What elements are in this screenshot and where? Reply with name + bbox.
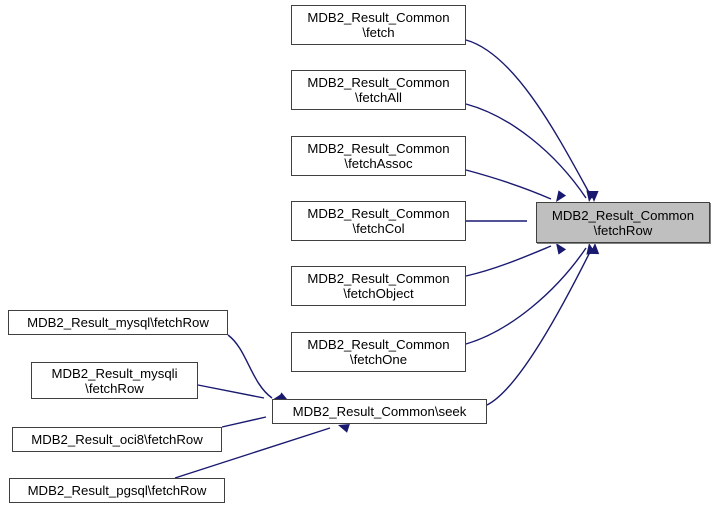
graph-node-pgsqlFetchRow[interactable]: MDB2_Result_pgsql\fetchRow xyxy=(9,478,225,503)
graph-node-label: MDB2_Result_Common \fetchObject xyxy=(307,271,450,301)
graph-node-label: MDB2_Result_pgsql\fetchRow xyxy=(27,483,207,498)
graph-node-mysqliFetchRow[interactable]: MDB2_Result_mysqli \fetchRow xyxy=(31,362,198,399)
graph-node-mysqlFetchRow[interactable]: MDB2_Result_mysql\fetchRow xyxy=(8,310,228,335)
graph-edge xyxy=(465,103,587,199)
graph-node-label: MDB2_Result_oci8\fetchRow xyxy=(31,432,203,447)
graph-edge xyxy=(227,334,273,399)
graph-edge xyxy=(465,247,587,345)
graph-node-fetchRow[interactable]: MDB2_Result_Common \fetchRow xyxy=(536,202,710,243)
graph-node-label: MDB2_Result_Common \fetchRow xyxy=(551,207,695,238)
graph-node-fetchAssoc[interactable]: MDB2_Result_Common \fetchAssoc xyxy=(291,136,466,176)
graph-node-label: MDB2_Result_Common \fetchAll xyxy=(307,75,450,105)
graph-edge xyxy=(465,39,593,199)
graph-edge xyxy=(197,384,265,399)
graph-node-oci8FetchRow[interactable]: MDB2_Result_oci8\fetchRow xyxy=(12,427,222,452)
graph-node-seek[interactable]: MDB2_Result_Common\seek xyxy=(272,399,487,424)
graph-edge xyxy=(465,169,552,200)
graph-node-label: MDB2_Result_Common \fetchCol xyxy=(307,206,450,236)
graph-edge xyxy=(486,247,593,406)
graph-node-label: MDB2_Result_Common\seek xyxy=(292,404,467,419)
graph-edge xyxy=(221,416,267,428)
graph-edge xyxy=(465,245,552,277)
graph-edge-arrowhead xyxy=(586,190,596,202)
graph-node-fetchCol[interactable]: MDB2_Result_Common \fetchCol xyxy=(291,201,466,241)
graph-node-label: MDB2_Result_mysqli \fetchRow xyxy=(51,365,178,396)
graph-node-label: MDB2_Result_Common \fetch xyxy=(307,10,450,40)
graph-node-label: MDB2_Result_Common \fetchAssoc xyxy=(307,141,450,171)
graph-node-fetchObject[interactable]: MDB2_Result_Common \fetchObject xyxy=(291,266,466,306)
graph-node-label: MDB2_Result_mysql\fetchRow xyxy=(27,315,209,330)
graph-node-fetch[interactable]: MDB2_Result_Common \fetch xyxy=(291,5,466,45)
graph-edge-arrowhead xyxy=(589,191,599,202)
graph-node-label: MDB2_Result_Common \fetchOne xyxy=(307,337,450,367)
graph-node-fetchAll[interactable]: MDB2_Result_Common \fetchAll xyxy=(291,70,466,110)
graph-edge-arrowhead xyxy=(590,243,600,255)
graph-edge-arrowhead xyxy=(586,243,596,255)
graph-node-fetchOne[interactable]: MDB2_Result_Common \fetchOne xyxy=(291,332,466,372)
